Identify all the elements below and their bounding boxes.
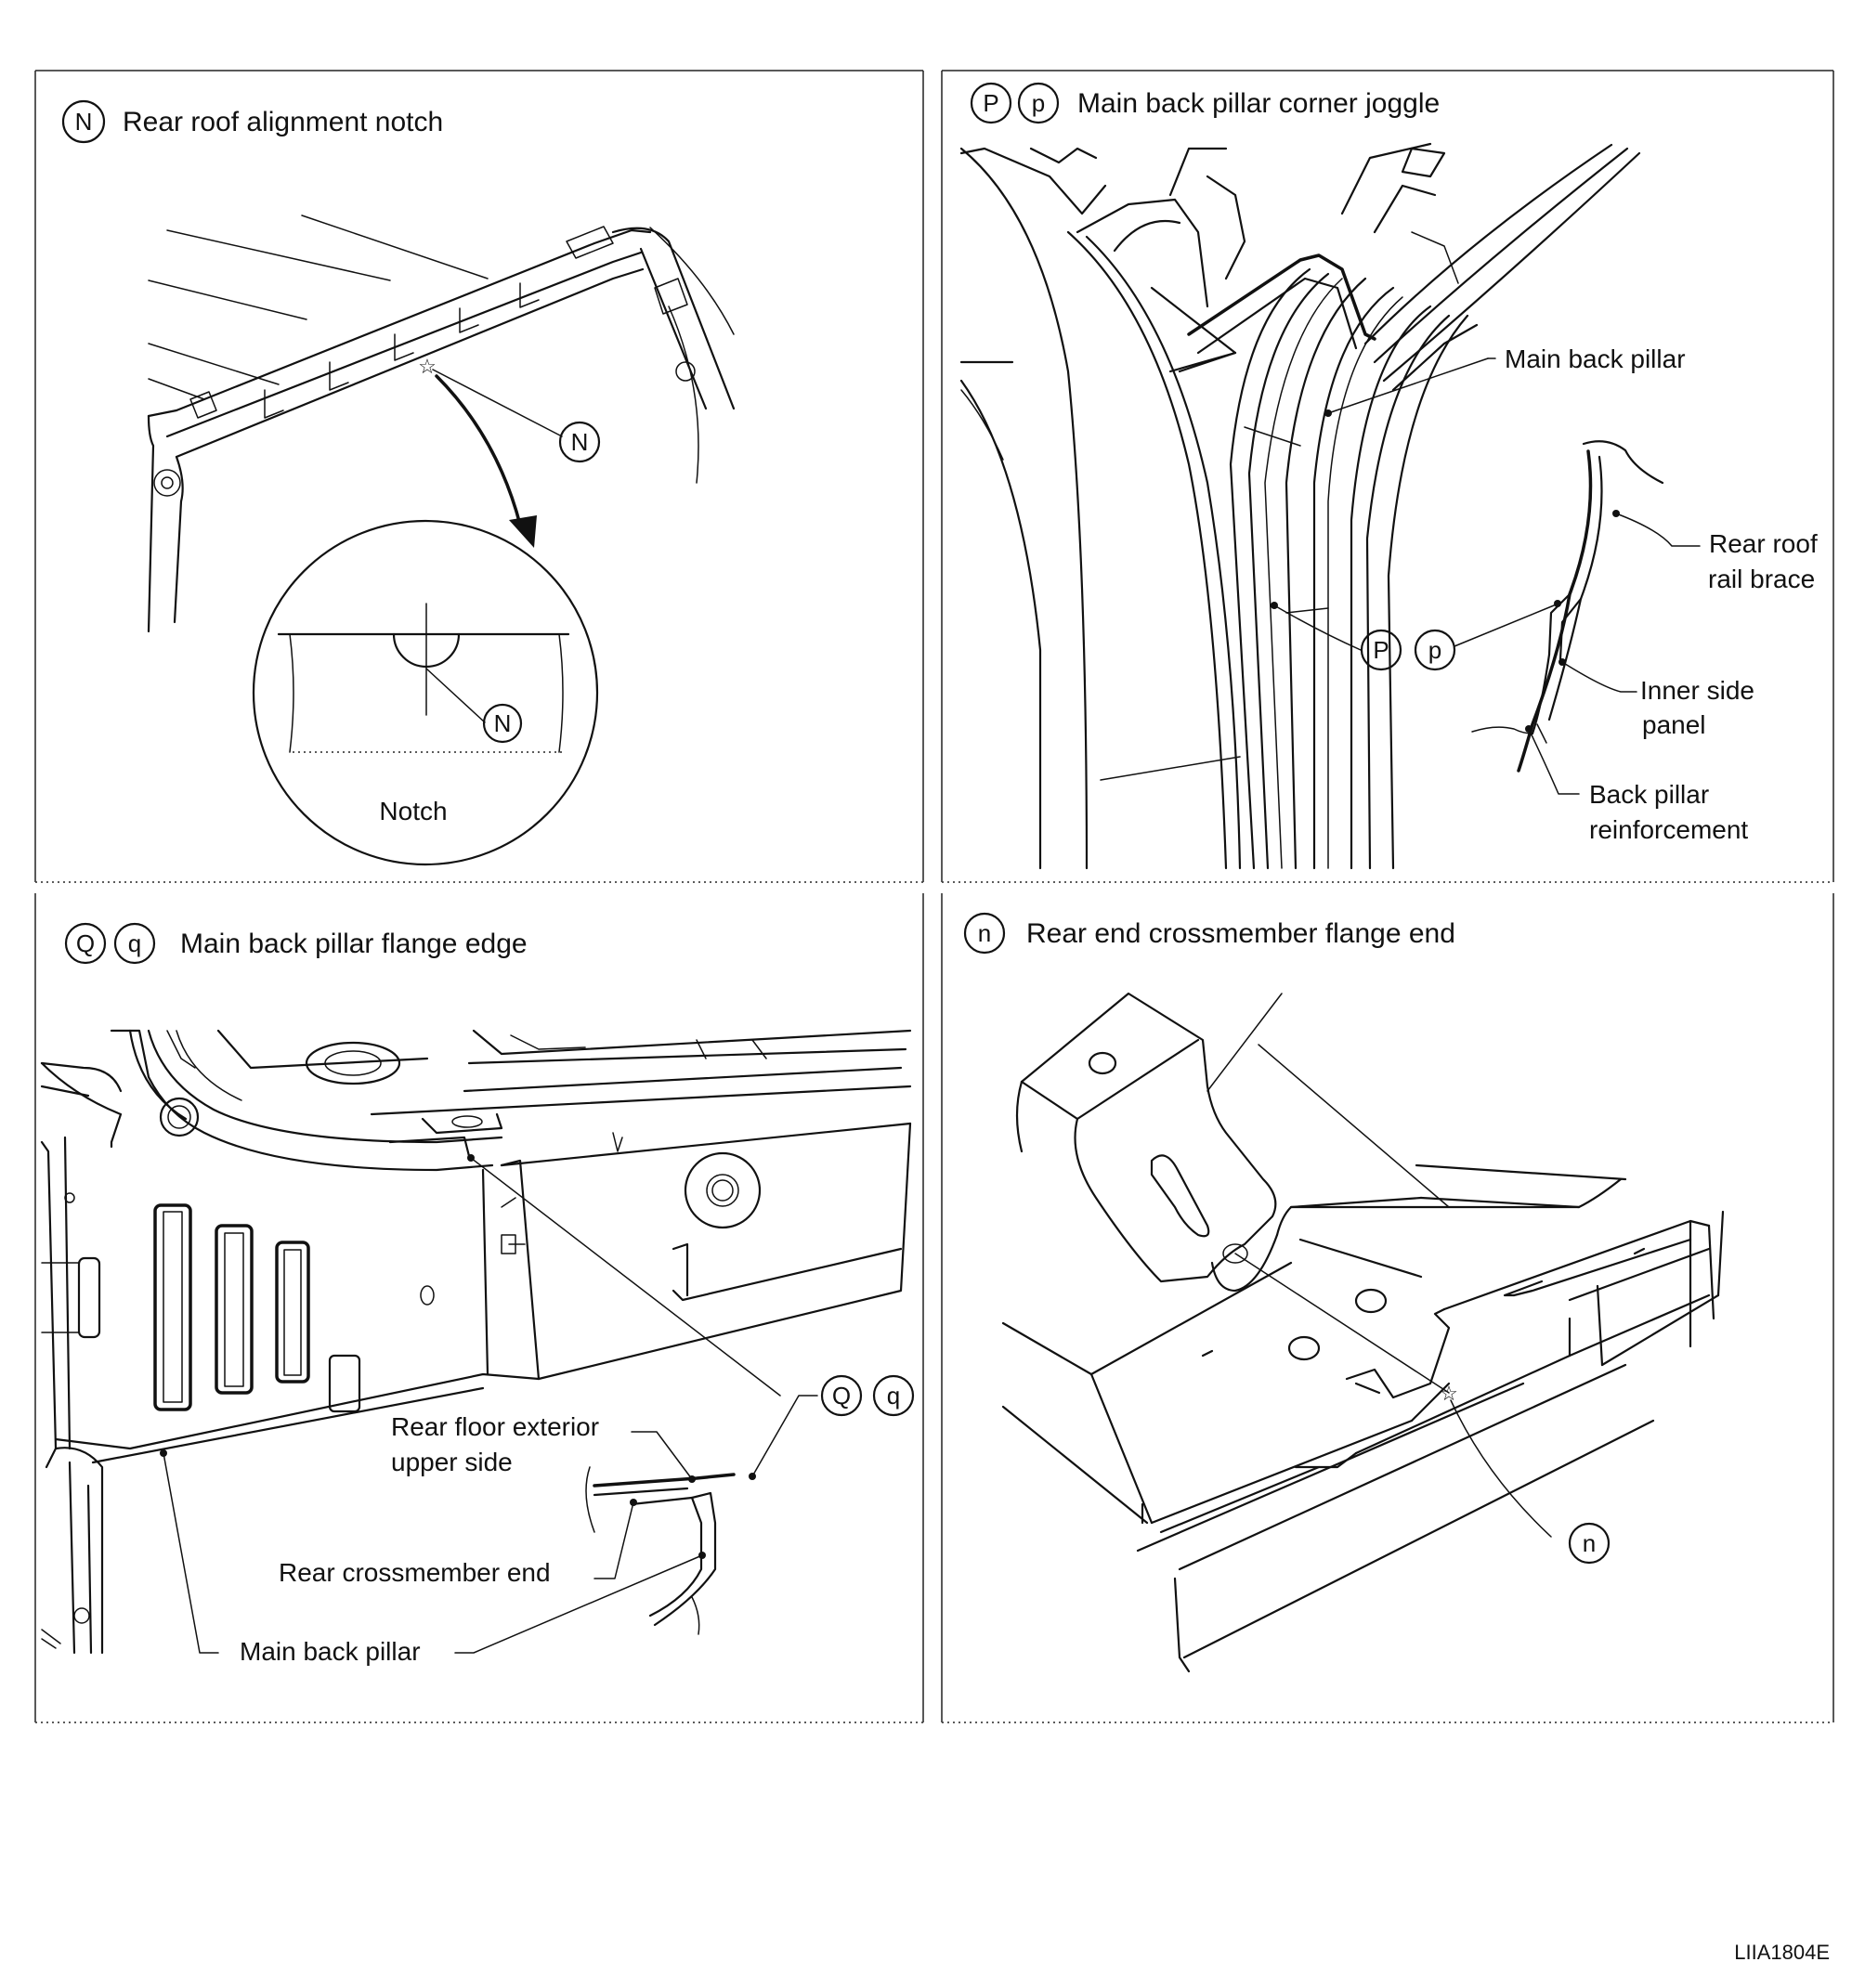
label-rear-roof-2: rail brace bbox=[1708, 565, 1815, 593]
panel-n-title-group: N Rear roof alignment notch bbox=[61, 99, 443, 144]
panel-title: Main back pillar corner joggle bbox=[1077, 88, 1440, 119]
arrow-head-icon bbox=[509, 515, 537, 548]
flange-section-view bbox=[160, 1154, 756, 1635]
callout-p: p bbox=[1428, 636, 1441, 664]
panel-title: Rear end crossmember flange end bbox=[1026, 918, 1455, 949]
title-circle-q: q bbox=[128, 929, 141, 957]
svg-text:N: N bbox=[571, 428, 589, 456]
roof-panel-drawing: ☆ bbox=[147, 214, 736, 633]
label-main-back-pillar: Main back pillar bbox=[240, 1637, 421, 1666]
callout-q: q bbox=[887, 1382, 900, 1410]
label-back-pillar-1: Back pillar bbox=[1589, 780, 1709, 809]
panel-title: Main back pillar flange edge bbox=[180, 929, 528, 959]
label-back-pillar-2: reinforcement bbox=[1589, 815, 1748, 844]
panel-frames bbox=[34, 70, 1834, 1723]
panel-n-lower-title-group: n Rear end crossmember flange end bbox=[963, 912, 1455, 955]
svg-text:n: n bbox=[1583, 1529, 1596, 1557]
flange-leaders bbox=[163, 1157, 818, 1654]
notch-label: Notch bbox=[379, 797, 447, 825]
callout-n: n bbox=[1568, 1522, 1611, 1565]
detail-callout-N: N bbox=[494, 709, 512, 737]
label-rear-roof-1: Rear roof bbox=[1709, 529, 1818, 558]
floor-drawing bbox=[40, 1029, 912, 1655]
title-circle-n: n bbox=[978, 919, 991, 947]
title-circle-p: p bbox=[1032, 89, 1045, 117]
callout-N: N bbox=[558, 421, 601, 463]
section-view bbox=[1471, 440, 1701, 795]
panel-rear-roof-alignment-notch: N Rear roof alignment notch bbox=[61, 99, 736, 866]
label-inner-side-2: panel bbox=[1642, 710, 1706, 739]
label-rear-floor-exterior-1: Rear floor exterior bbox=[391, 1412, 599, 1441]
label-rear-floor-exterior-2: upper side bbox=[391, 1448, 513, 1476]
title-circle-P: P bbox=[983, 89, 998, 117]
label-rear-crossmember-end: Rear crossmember end bbox=[279, 1558, 551, 1587]
pillar-drawing bbox=[959, 142, 1641, 870]
title-circle-N: N bbox=[75, 108, 93, 136]
callout-Q: Q bbox=[832, 1382, 851, 1410]
panel-main-back-pillar-flange-edge: Q q Main back pillar flange edge bbox=[40, 922, 915, 1666]
callout-Q-q: Q q bbox=[820, 1374, 915, 1417]
panel-rear-end-crossmember-flange-end: n Rear end crossmember flange end bbox=[963, 912, 1725, 1673]
callout-P: P bbox=[1373, 636, 1389, 664]
notch-star-icon: ☆ bbox=[418, 355, 437, 378]
figure-code: LIIA1804E bbox=[1734, 1941, 1830, 1964]
crossmember-drawing: ☆ bbox=[1001, 992, 1725, 1673]
detail-arrow-icon bbox=[435, 374, 522, 526]
panel-q-title-group: Q q Main back pillar flange edge bbox=[64, 922, 528, 965]
callout-P-p: P p bbox=[1271, 602, 1559, 671]
notch-detail-circle: N Notch bbox=[252, 519, 599, 866]
callout-circle bbox=[61, 99, 106, 144]
panel-p-title-group: P p Main back pillar corner joggle bbox=[970, 82, 1440, 124]
label-main-back-pillar: Main back pillar bbox=[1505, 344, 1686, 373]
panel-title: Rear roof alignment notch bbox=[123, 107, 443, 137]
label-inner-side-1: Inner side bbox=[1640, 676, 1754, 705]
title-circle-Q: Q bbox=[76, 929, 95, 957]
panel-main-back-pillar-corner-joggle: P p Main back pillar corner joggle bbox=[959, 82, 1818, 870]
